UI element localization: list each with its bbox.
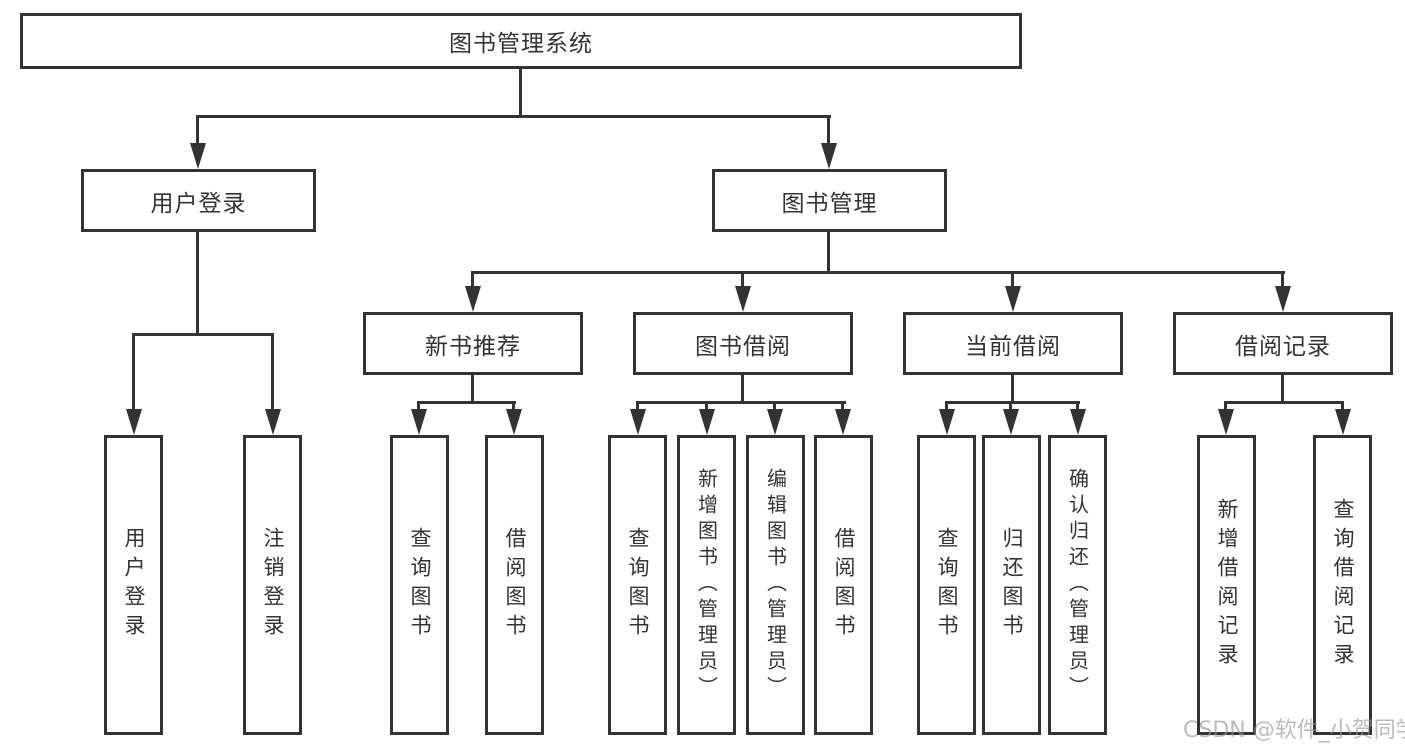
arrow-down-icon xyxy=(767,409,783,435)
connector-line xyxy=(636,401,846,404)
connector-line xyxy=(705,401,708,413)
arrow-down-icon xyxy=(411,409,427,435)
leaf-add-books-admin-label: 新增图书（管理员） xyxy=(694,468,719,702)
connector-line xyxy=(471,271,474,291)
arrow-down-icon xyxy=(630,409,646,435)
node-book-borrowing-label: 图书借阅 xyxy=(695,333,791,360)
leaf-user-login: 用户登录 xyxy=(104,435,163,735)
connector-line xyxy=(196,232,199,336)
connector-line xyxy=(196,115,831,118)
node-library-system: 图书管理系统 xyxy=(20,13,1022,69)
leaf-confirm-return-admin-label: 确认归还（管理员） xyxy=(1065,468,1090,702)
arrow-down-icon xyxy=(506,409,522,435)
arrow-down-icon xyxy=(265,409,281,435)
arrow-down-icon xyxy=(1070,409,1086,435)
node-new-book-recommendation-label: 新书推荐 xyxy=(425,333,521,360)
connector-line xyxy=(196,115,199,147)
connector-line xyxy=(945,401,948,413)
connector-line xyxy=(519,69,522,118)
arrow-down-icon xyxy=(939,409,955,435)
connector-line xyxy=(132,333,274,336)
connector-line xyxy=(1076,401,1079,413)
arrow-down-icon xyxy=(699,409,715,435)
arrow-down-icon xyxy=(190,143,206,169)
leaf-query-books-current: 查询图书 xyxy=(917,435,976,735)
node-current-borrowing: 当前借阅 xyxy=(903,312,1123,375)
arrow-down-icon xyxy=(1218,409,1234,435)
connector-line xyxy=(471,375,474,404)
node-book-management: 图书管理 xyxy=(712,169,947,232)
node-book-borrowing: 图书借阅 xyxy=(633,312,853,375)
leaf-edit-books-admin: 编辑图书（管理员） xyxy=(746,435,805,735)
connector-line xyxy=(945,401,1080,404)
leaf-query-books-borrowing-label: 查询图书 xyxy=(626,527,650,643)
leaf-logout: 注销登录 xyxy=(243,435,302,735)
csdn-watermark: CSDN @软件_小贺同学 xyxy=(1183,718,1405,743)
connector-line xyxy=(741,375,744,404)
node-new-book-recommendation: 新书推荐 xyxy=(363,312,583,375)
connector-line xyxy=(1281,375,1284,404)
connector-line xyxy=(636,401,639,413)
leaf-borrow-books-recommend: 借阅图书 xyxy=(485,435,544,735)
node-current-borrowing-label: 当前借阅 xyxy=(965,333,1061,360)
leaf-query-books-recommend: 查询图书 xyxy=(390,435,449,735)
arrow-down-icon xyxy=(1003,409,1019,435)
arrow-down-icon xyxy=(1005,286,1021,312)
connector-line xyxy=(1011,375,1014,404)
connector-line xyxy=(1281,271,1284,291)
connector-line xyxy=(827,115,830,147)
connector-line xyxy=(271,333,274,413)
arrow-down-icon xyxy=(465,286,481,312)
connector-line xyxy=(741,271,744,291)
leaf-query-books-borrowing: 查询图书 xyxy=(608,435,667,735)
leaf-add-books-admin: 新增图书（管理员） xyxy=(677,435,736,735)
arrow-down-icon xyxy=(821,143,837,169)
connector-line xyxy=(512,401,515,413)
connector-line xyxy=(1341,401,1344,413)
leaf-query-books-recommend-label: 查询图书 xyxy=(408,527,432,643)
leaf-query-borrow-record: 查询借阅记录 xyxy=(1313,435,1372,735)
node-borrowing-records: 借阅记录 xyxy=(1173,312,1393,375)
connector-line xyxy=(417,401,420,413)
leaf-borrow-books: 借阅图书 xyxy=(814,435,873,735)
connector-line xyxy=(773,401,776,413)
connector-line xyxy=(1224,401,1227,413)
node-borrowing-records-label: 借阅记录 xyxy=(1235,333,1331,360)
arrow-down-icon xyxy=(735,286,751,312)
node-book-management-label: 图书管理 xyxy=(781,190,878,217)
node-library-system-label: 图书管理系统 xyxy=(449,31,593,57)
connector-line xyxy=(1224,401,1344,404)
leaf-confirm-return-admin: 确认归还（管理员） xyxy=(1048,435,1107,735)
connector-line xyxy=(132,333,135,413)
leaf-query-books-current-label: 查询图书 xyxy=(935,527,959,643)
arrow-down-icon xyxy=(835,409,851,435)
leaf-return-books-label: 归还图书 xyxy=(1000,527,1024,643)
leaf-logout-label: 注销登录 xyxy=(261,527,285,643)
connector-line xyxy=(417,401,516,404)
arrow-down-icon xyxy=(1275,286,1291,312)
leaf-user-login-label: 用户登录 xyxy=(122,527,146,643)
connector-line xyxy=(841,401,844,413)
connector-line xyxy=(1011,271,1014,291)
leaf-return-books: 归还图书 xyxy=(982,435,1041,735)
connector-line xyxy=(471,271,1285,274)
leaf-query-borrow-record-label: 查询借阅记录 xyxy=(1331,498,1355,672)
leaf-add-borrow-record-label: 新增借阅记录 xyxy=(1215,498,1239,672)
leaf-borrow-books-recommend-label: 借阅图书 xyxy=(503,527,527,643)
arrow-down-icon xyxy=(126,409,142,435)
leaf-borrow-books-label: 借阅图书 xyxy=(832,527,856,643)
node-user-login: 用户登录 xyxy=(81,169,316,232)
arrow-down-icon xyxy=(1335,409,1351,435)
leaf-edit-books-admin-label: 编辑图书（管理员） xyxy=(763,468,788,702)
leaf-add-borrow-record: 新增借阅记录 xyxy=(1197,435,1256,735)
connector-line xyxy=(827,232,830,274)
node-user-login-label: 用户登录 xyxy=(150,190,247,217)
connector-line xyxy=(1009,401,1012,413)
